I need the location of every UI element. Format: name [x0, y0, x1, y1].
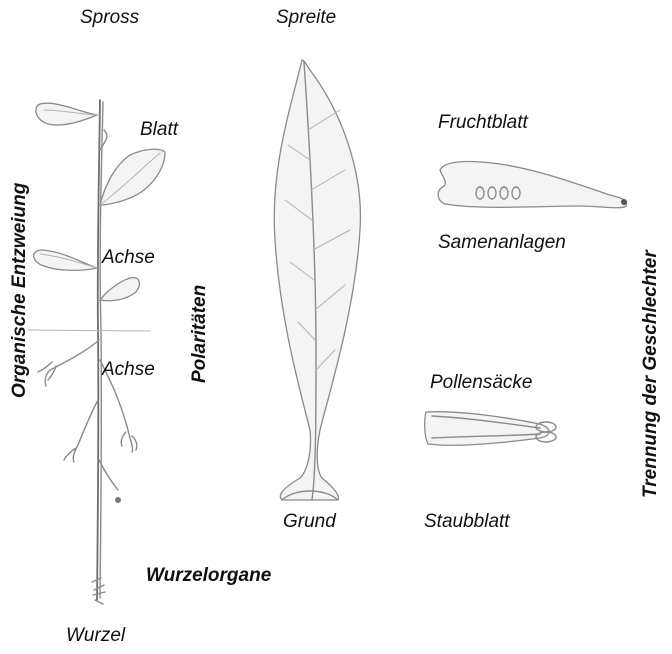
label-samenanlagen: Samenanlagen	[438, 233, 566, 252]
label-achse-bottom: Achse	[102, 360, 155, 379]
label-achse-top: Achse	[102, 248, 155, 267]
carpel-stigma	[621, 199, 627, 205]
leaf-spreite-sketch	[274, 60, 360, 500]
label-wurzel: Wurzel	[66, 626, 125, 645]
ground-line	[28, 330, 150, 331]
label-blatt: Blatt	[140, 120, 178, 139]
label-spross: Spross	[80, 8, 139, 27]
label-polaritaeten: Polaritäten	[190, 285, 209, 383]
label-staubblatt: Staubblatt	[424, 512, 510, 531]
root-tip-dot	[115, 497, 121, 503]
root-tip-hairs	[92, 578, 105, 604]
plant-sketch	[28, 100, 165, 604]
stamen-sketch	[425, 412, 556, 446]
root-branch-left	[45, 340, 99, 386]
label-spreite: Spreite	[276, 8, 336, 27]
label-grund: Grund	[283, 512, 336, 531]
leaf-middle-right	[100, 278, 139, 301]
label-fruchtblatt: Fruchtblatt	[438, 113, 528, 132]
label-pollensaecke: Pollensäcke	[430, 373, 532, 392]
carpel-fruchtblatt	[438, 162, 626, 208]
leaf-middle-left	[34, 250, 97, 270]
carpel-sketch	[438, 162, 627, 208]
label-trennung-der-geschlechter: Trennung der Geschlechter	[641, 250, 660, 498]
root-branch-lower	[99, 460, 118, 490]
plant-stem	[97, 100, 100, 600]
label-organische-entzweiung: Organische Entzweiung	[10, 183, 29, 398]
label-wurzelorgane: Wurzelorgane	[146, 566, 271, 585]
leaf-spreite	[274, 60, 360, 500]
root-branch-mid	[73, 400, 98, 462]
